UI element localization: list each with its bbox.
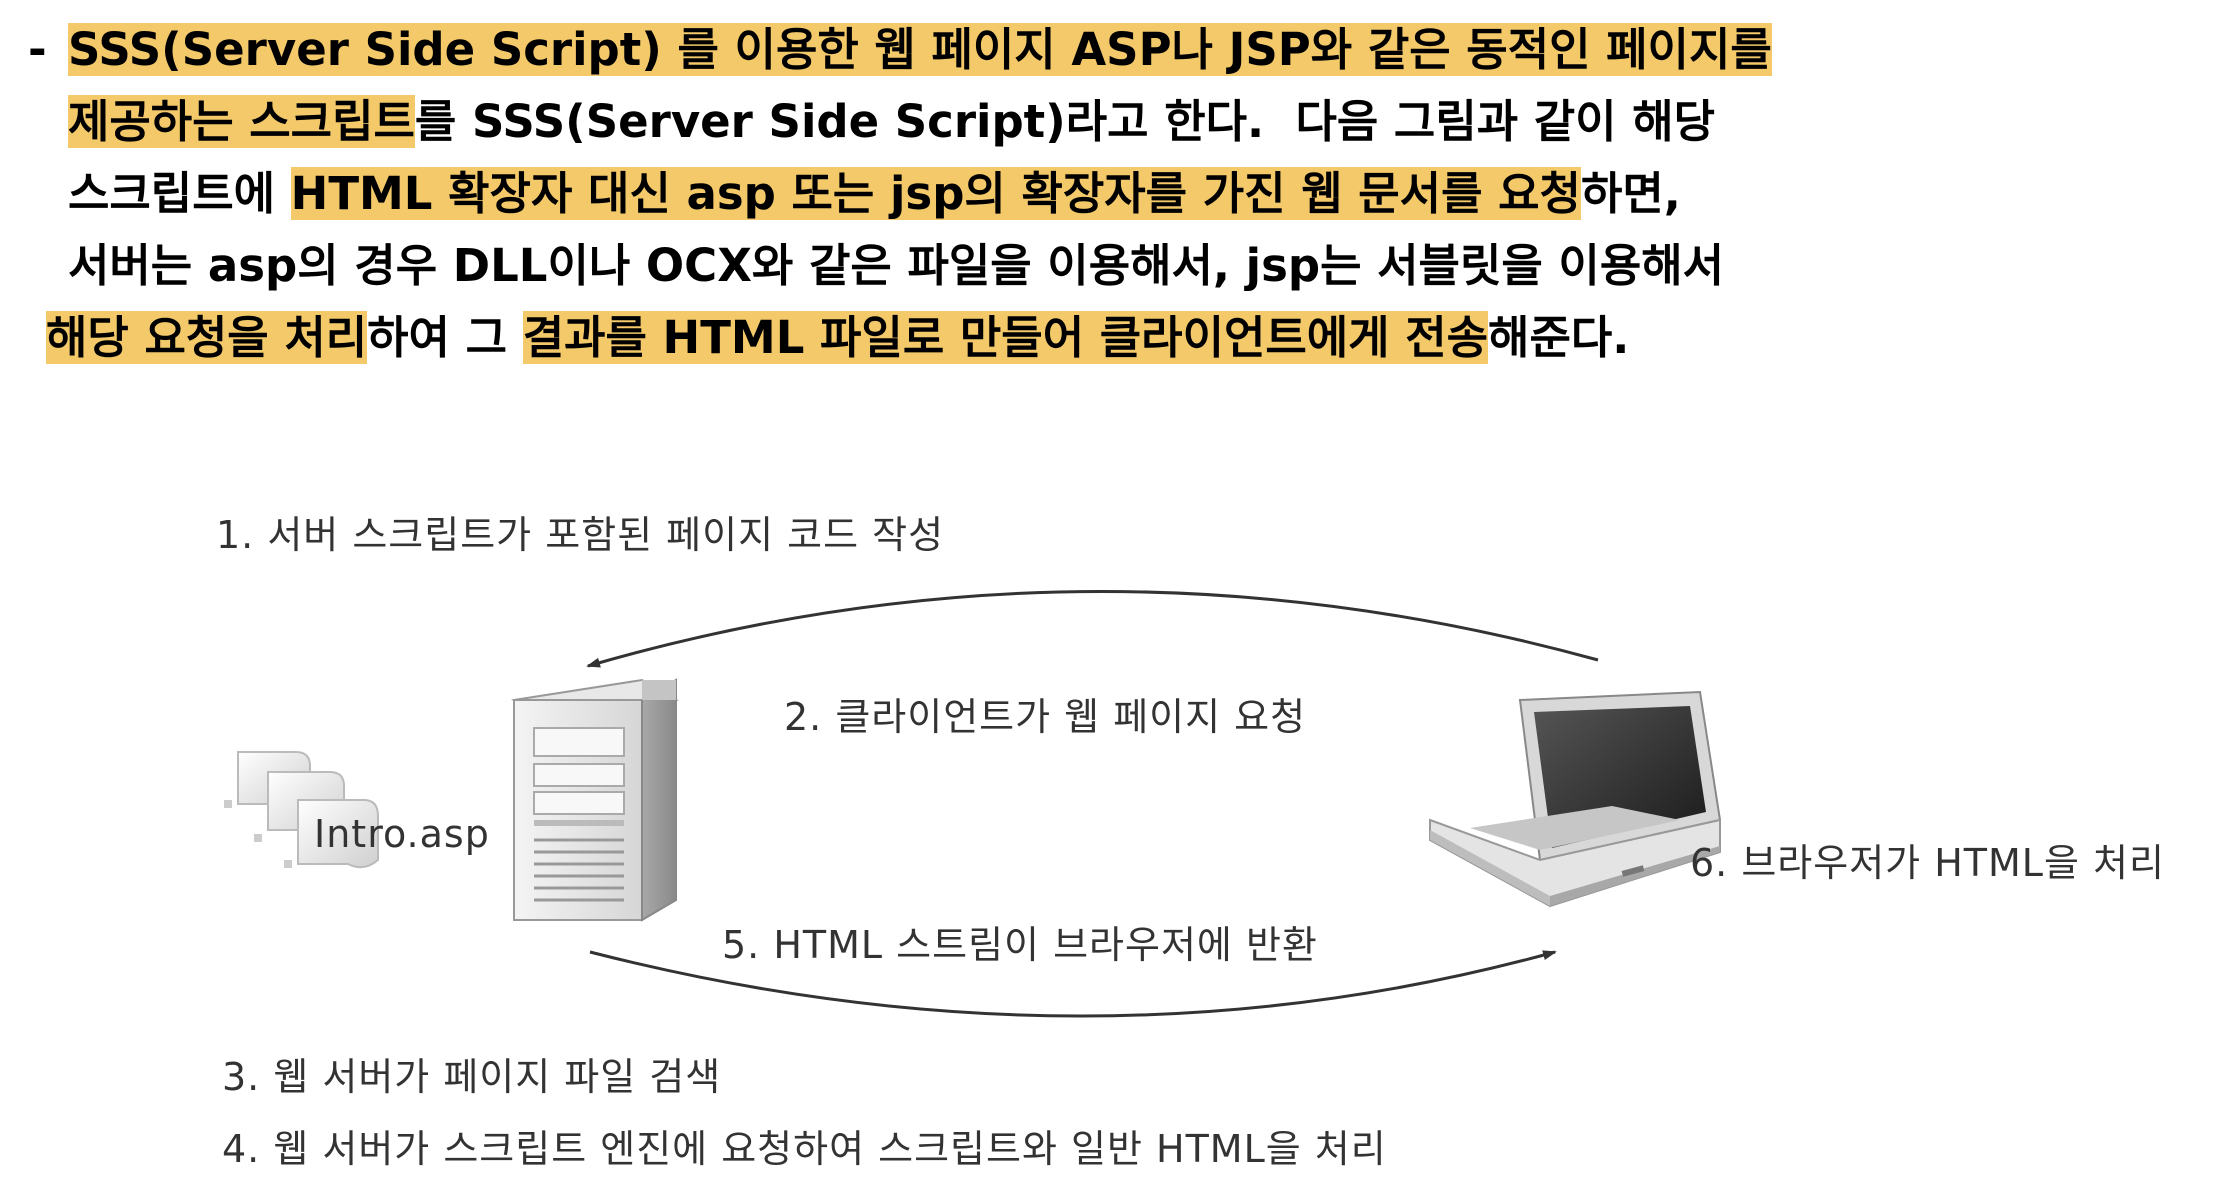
laptop-icon xyxy=(1429,690,1722,908)
paragraph-line-5: 해당 요청을 처리하여 그 결과를 HTML 파일로 만들어 클라이언트에게 전… xyxy=(28,302,2228,374)
step5-label: 5. HTML 스트림이 브라우저에 반환 xyxy=(722,923,1318,967)
file-label: Intro.asp xyxy=(314,812,490,856)
plain-text: 하면, xyxy=(1580,167,1681,220)
response-arrow xyxy=(589,950,1557,1018)
server-tower-icon xyxy=(511,678,679,922)
step6-label: 6. 브라우저가 HTML을 처리 xyxy=(1690,841,2165,885)
step2-label: 2. 클라이언트가 웹 페이지 요청 xyxy=(784,695,1307,739)
request-arrow xyxy=(586,589,1599,668)
plain-text: 를 SSS(Server Side Script)라고 한다. 다음 그림과 같… xyxy=(414,95,1716,148)
plain-text: 해준다. xyxy=(1488,311,1630,364)
dash-bullet: - xyxy=(28,23,47,76)
plain-text: 서버는 asp의 경우 DLL이나 OCX와 같은 파일을 이용해서, jsp는… xyxy=(68,239,1725,292)
highlighted-text: 제공하는 스크립트 xyxy=(68,95,415,148)
highlighted-text: 결과를 HTML 파일로 만들어 클라이언트에게 전송 xyxy=(522,311,1489,364)
plain-text: 스크립트에 xyxy=(68,167,291,220)
highlighted-text: HTML 확장자 대신 asp 또는 jsp의 확장자를 가진 웹 문서를 요청 xyxy=(290,167,1581,220)
step1-label: 1. 서버 스크립트가 포함된 페이지 코드 작성 xyxy=(216,513,945,557)
paragraph-line-2: 제공하는 스크립트를 SSS(Server Side Script)라고 한다.… xyxy=(28,86,2228,158)
paragraph-line-3: 스크립트에 HTML 확장자 대신 asp 또는 jsp의 확장자를 가진 웹 … xyxy=(28,158,2228,230)
highlighted-text: SSS(Server Side Script) 를 이용한 웹 페이지 ASP나… xyxy=(68,23,1772,76)
explanation-paragraph: -SSS(Server Side Script) 를 이용한 웹 페이지 ASP… xyxy=(28,14,2228,374)
step3-label: 3. 웹 서버가 페이지 파일 검색 xyxy=(222,1055,722,1099)
step4-label: 4. 웹 서버가 스크립트 엔진에 요청하여 스크립트와 일반 HTML을 처리 xyxy=(222,1127,1387,1171)
paragraph-line-1: -SSS(Server Side Script) 를 이용한 웹 페이지 ASP… xyxy=(28,14,2228,86)
script-files-icon xyxy=(224,751,379,869)
paragraph-line-4: 서버는 asp의 경우 DLL이나 OCX와 같은 파일을 이용해서, jsp는… xyxy=(28,230,2228,302)
plain-text: 하여 그 xyxy=(367,311,523,364)
highlighted-text: 해당 요청을 처리 xyxy=(46,311,368,364)
